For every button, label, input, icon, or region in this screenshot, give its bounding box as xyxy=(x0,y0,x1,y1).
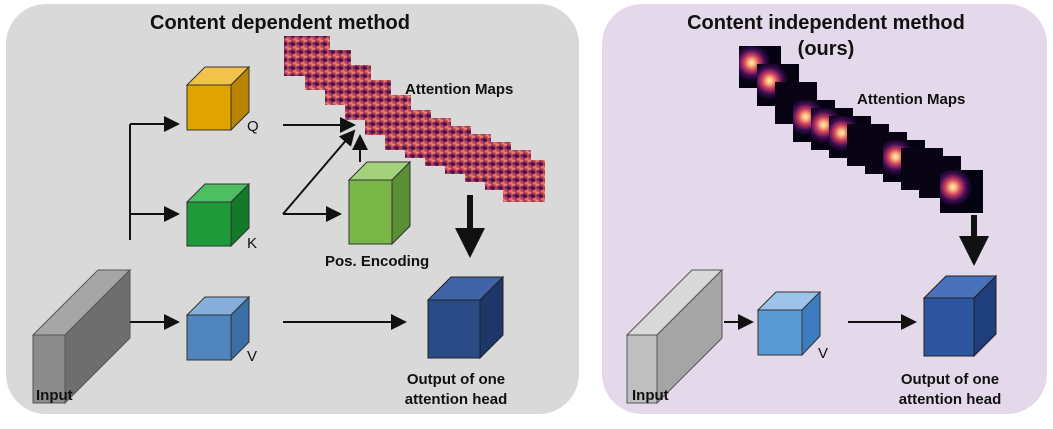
query-cube-icon xyxy=(185,65,251,132)
pos-encoding-label: Pos. Encoding xyxy=(325,253,429,270)
right-value-cube-icon xyxy=(756,290,822,357)
right-output-cube-icon xyxy=(922,274,998,358)
right-attention-maps-label: Attention Maps xyxy=(857,91,965,108)
input-branch-arrows xyxy=(129,116,180,330)
query-label: Q xyxy=(247,118,259,135)
right-panel-title-line2: (ours) xyxy=(798,38,855,60)
right-panel: Content independent method (ours) Attent… xyxy=(602,4,1047,414)
noisy-attention-maps-heatmap-icon xyxy=(284,36,545,202)
left-output-label-line1: Output of one xyxy=(407,371,505,388)
clean-attention-maps-heatmap-icon xyxy=(739,46,983,213)
value-cube-icon xyxy=(185,295,251,362)
right-input-cube-icon xyxy=(625,268,724,405)
left-panel: Content dependent method Input Q xyxy=(6,4,579,414)
input-cube-icon xyxy=(31,268,132,405)
input-label: Input xyxy=(36,387,73,404)
qk-arrows xyxy=(282,117,368,222)
left-output-label-line2: attention head xyxy=(405,391,508,408)
left-attention-maps-label: Attention Maps xyxy=(405,81,513,98)
right-panel-title-line1: Content independent method xyxy=(687,12,965,34)
key-cube-icon xyxy=(185,182,251,248)
right-input-label: Input xyxy=(632,387,669,404)
right-output-label-line1: Output of one xyxy=(901,371,999,388)
value-label: V xyxy=(247,348,257,365)
key-label: K xyxy=(247,235,257,252)
left-panel-title: Content dependent method xyxy=(150,12,410,34)
right-value-label: V xyxy=(818,345,828,362)
right-output-label-line2: attention head xyxy=(899,391,1002,408)
output-cube-icon xyxy=(426,275,505,360)
pos-encoding-cube-icon xyxy=(347,160,412,246)
